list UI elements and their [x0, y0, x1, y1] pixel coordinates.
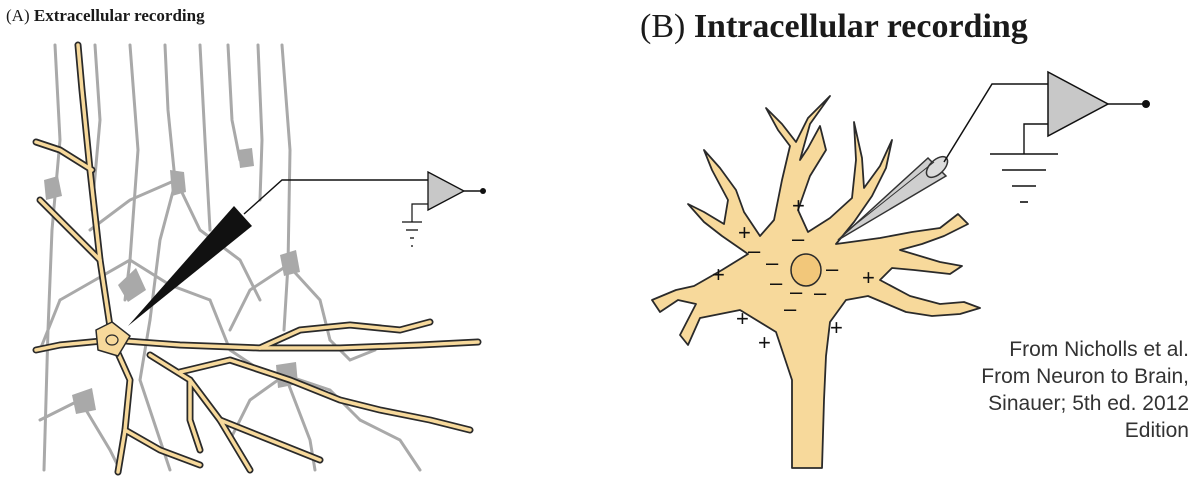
panel-a-title: (A) Extracellular recording	[6, 6, 205, 26]
source-credit: From Nicholls et al. From Neuron to Brai…	[981, 336, 1189, 444]
minus-sign: –	[748, 238, 761, 263]
panel-b-title: (B) Intracellular recording	[640, 8, 1028, 46]
minus-sign: –	[826, 256, 839, 281]
minus-sign: –	[814, 280, 827, 305]
panel-a-letter: (A)	[6, 6, 30, 25]
plus-sign: +	[738, 220, 751, 245]
minus-sign: –	[766, 250, 779, 275]
panel-b-letter: (B)	[640, 8, 686, 45]
plus-sign: +	[758, 330, 771, 355]
plus-sign: +	[830, 315, 843, 340]
background-somata	[44, 148, 300, 414]
credit-line: From Nicholls et al.	[1009, 338, 1189, 361]
plus-sign: +	[736, 306, 749, 331]
credit-line: Edition	[1124, 419, 1189, 442]
minus-sign: –	[784, 296, 797, 321]
extracellular-electrode	[128, 206, 252, 326]
plus-sign: +	[862, 265, 875, 290]
minus-sign: –	[770, 270, 783, 295]
charge-signs: + + + + + + + – – – – – – – –	[712, 193, 875, 355]
credit-line: Sinauer; 5th ed. 2012	[988, 392, 1189, 415]
amplifier-a	[243, 170, 486, 247]
output-terminal-a	[480, 188, 486, 194]
panel-b-illustration: + + + + + + + – – – – – – – –	[651, 70, 1150, 469]
panel-a-heading: Extracellular recording	[33, 6, 205, 25]
plus-sign: +	[792, 193, 805, 218]
background-neurons	[38, 43, 422, 472]
nucleus	[790, 253, 822, 287]
intracellular-electrode	[837, 155, 949, 241]
output-terminal-b	[1142, 100, 1150, 108]
minus-sign: –	[790, 279, 803, 304]
minus-sign: –	[792, 226, 805, 251]
panel-b-heading: Intracellular recording	[693, 8, 1028, 45]
amplifier-b	[943, 70, 1150, 203]
credit-line: From Neuron to Brain,	[981, 365, 1189, 388]
recorded-neuron	[32, 41, 482, 476]
plus-sign: +	[712, 262, 725, 287]
panel-a-illustration	[32, 41, 486, 476]
